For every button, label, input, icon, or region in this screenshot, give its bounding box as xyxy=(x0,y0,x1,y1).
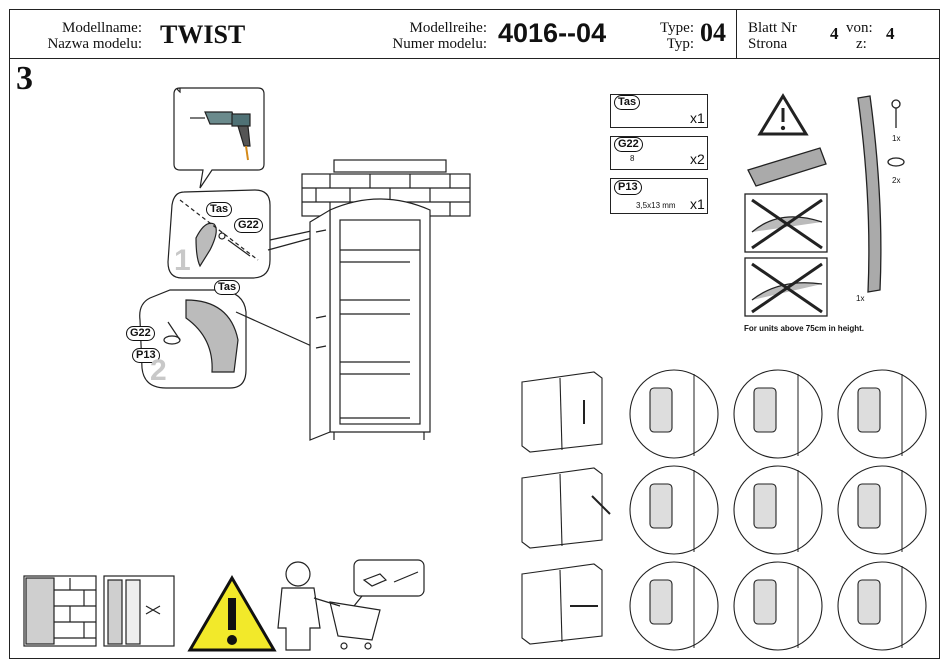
sub-step-1: 1 xyxy=(174,244,191,277)
washer-qty-label: 2x xyxy=(892,176,901,185)
sheet-total: 4 xyxy=(886,24,895,43)
of-label-de: von: xyxy=(846,20,873,36)
hinge-detail-3c xyxy=(837,561,927,651)
warning-triangle-small xyxy=(757,93,809,136)
part-code-g22: G22 xyxy=(614,137,643,152)
callout-tas-1: Tas xyxy=(206,202,233,217)
header-divider xyxy=(9,58,940,59)
strap-illustration xyxy=(857,95,882,293)
detail-1-frame xyxy=(167,189,271,279)
washer-small-icon xyxy=(887,157,905,167)
drill-icon xyxy=(190,111,251,161)
wrong-mounting-1 xyxy=(744,193,828,253)
model-name-label-pl: Nazwa modelu: xyxy=(47,36,142,52)
part-size-p13: 3,5x13 mm xyxy=(636,201,676,210)
series-label-de: Modellreihe: xyxy=(409,20,487,36)
part-size-g22: 8 xyxy=(630,154,635,163)
type-label-de: Type: xyxy=(660,20,694,36)
model-name: TWIST xyxy=(160,20,246,49)
sheet-label-pl: Strona xyxy=(748,36,788,52)
strap-qty-label: 1x xyxy=(856,294,865,303)
type-number: 04 xyxy=(700,18,726,47)
series-label-pl: Numer modelu: xyxy=(392,36,487,52)
callout-p13-2: P13 xyxy=(132,348,160,363)
callout-g22-2: G22 xyxy=(126,326,155,341)
hinge-detail-3a xyxy=(629,561,719,651)
model-name-label-de: Modellname: xyxy=(62,20,142,36)
strap-bracket-illustration xyxy=(747,147,827,187)
screw-vertical-icon xyxy=(891,99,901,128)
screw-qty-label: 1x xyxy=(892,134,901,143)
header-column-divider xyxy=(736,9,737,58)
wrong-mounting-2 xyxy=(744,257,828,317)
type-label-pl: Typ: xyxy=(666,36,694,52)
height-note: For units above 75cm in height. xyxy=(744,324,865,333)
part-qty-p13: x1 xyxy=(690,196,705,212)
hinge-detail-2b xyxy=(733,465,823,555)
step-number: 3 xyxy=(16,60,33,97)
callout-g22-1: G22 xyxy=(234,218,263,233)
worker-with-cart xyxy=(277,559,425,651)
part-qty-tas: x1 xyxy=(690,110,705,126)
tall-cabinet xyxy=(309,198,431,441)
cabinet-row-3 xyxy=(521,563,603,645)
hinge-detail-1a xyxy=(629,369,719,459)
hinge-detail-3b xyxy=(733,561,823,651)
wall-sample-brick xyxy=(23,575,97,647)
sheet-number: 4 xyxy=(830,24,839,43)
wall-sample-drywall xyxy=(103,575,175,647)
cabinet-row-1 xyxy=(521,371,603,453)
series-number: 4016--04 xyxy=(498,18,607,48)
sub-step-2: 2 xyxy=(150,354,167,387)
hinge-detail-2a xyxy=(629,465,719,555)
hinge-detail-1b xyxy=(733,369,823,459)
hinge-detail-2c xyxy=(837,465,927,555)
part-qty-g22: x2 xyxy=(690,151,705,167)
part-code-p13: P13 xyxy=(614,180,642,195)
of-label-pl: z: xyxy=(856,36,867,52)
wall-bracket xyxy=(333,159,447,173)
callout-tas-2: Tas xyxy=(214,280,241,295)
sheet-label-de: Blatt Nr xyxy=(748,20,797,36)
page-frame xyxy=(9,9,940,659)
hinge-adjustment-grid xyxy=(521,369,927,651)
cabinet-row-2 xyxy=(521,467,611,549)
detail-2-frame xyxy=(139,289,247,389)
hinge-detail-1c xyxy=(837,369,927,459)
part-code-tas: Tas xyxy=(614,95,641,110)
drill-detail-bubble xyxy=(173,87,265,189)
warning-sign-large xyxy=(187,575,277,652)
